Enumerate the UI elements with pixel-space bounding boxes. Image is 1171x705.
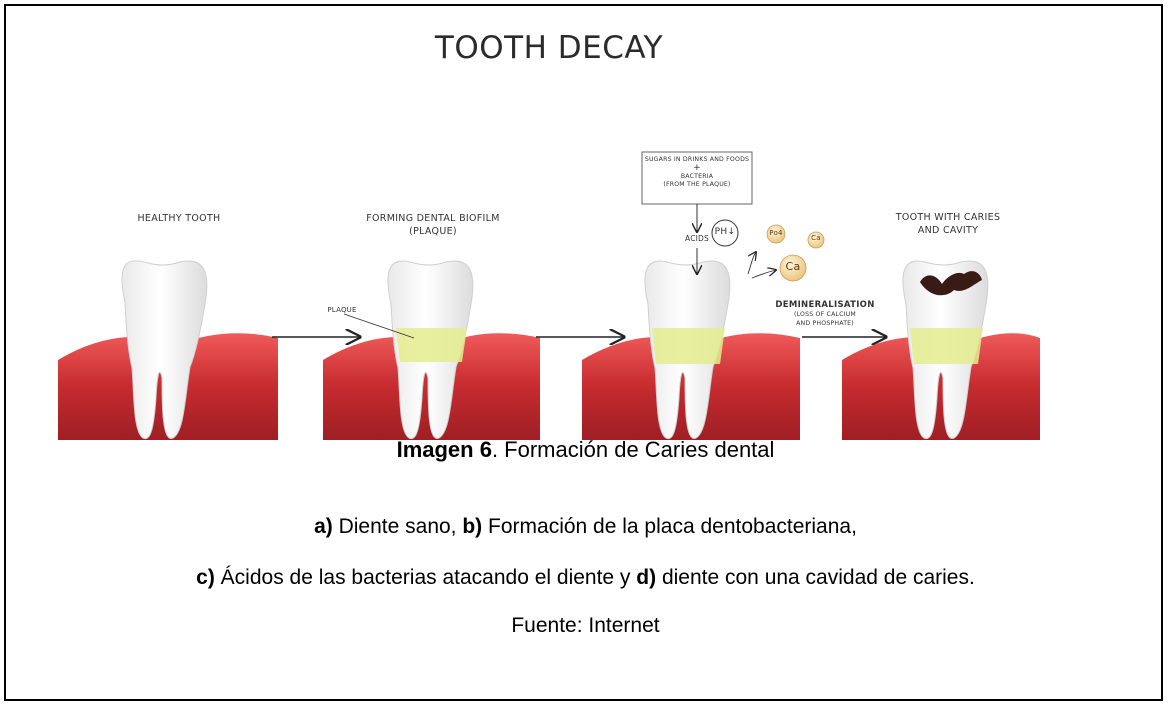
ion-release-arrow-1 bbox=[748, 252, 756, 274]
key-c: c) bbox=[196, 566, 215, 589]
key-a: a) bbox=[314, 515, 333, 538]
stage-b-plaque bbox=[323, 261, 540, 440]
ca-large-label: Ca bbox=[780, 260, 806, 275]
box-plus: + bbox=[642, 164, 752, 173]
stage-b-label-line-1: FORMING DENTAL BIOFILM bbox=[358, 213, 508, 226]
text-c: Ácidos de las bacterias atacando el dien… bbox=[215, 566, 636, 589]
box-line-3: (FROM THE PLAQUE) bbox=[642, 181, 752, 189]
caption-line-ab: a) Diente sano, b) Formación de la placa… bbox=[0, 515, 1171, 539]
caption-source: Fuente: Internet bbox=[0, 614, 1171, 638]
caption-text: . Formación de Caries dental bbox=[492, 437, 774, 462]
box-line-2: BACTERIA bbox=[642, 173, 752, 181]
stage-a-healthy bbox=[58, 261, 278, 440]
key-b: b) bbox=[462, 515, 482, 538]
po4-label: Po4 bbox=[766, 229, 786, 238]
stage-d-label-line-1: TOOTH WITH CARIES bbox=[878, 212, 1018, 225]
caption-label: Imagen 6 bbox=[397, 437, 492, 462]
text-d: diente con una cavidad de caries. bbox=[656, 566, 975, 589]
key-d: d) bbox=[636, 566, 656, 589]
figure-caption: Imagen 6. Formación de Caries dental bbox=[0, 437, 1171, 463]
stage-d-cavity bbox=[842, 261, 1040, 440]
tooth-decay-illustration: TOOTH DECAY HEALTHY TOOTH FORMING DENTAL… bbox=[58, 22, 1040, 440]
plaque-band-b bbox=[396, 328, 467, 362]
caption-line-cd: c) Ácidos de las bacterias atacando el d… bbox=[0, 566, 1171, 590]
demin-sub-1: (LOSS OF CALCIUM bbox=[770, 311, 880, 319]
plaque-band-d bbox=[910, 328, 983, 364]
plaque-label: PLAQUE bbox=[320, 306, 364, 315]
demineralisation-block: DEMINERALISATION (LOSS OF CALCIUM AND PH… bbox=[770, 300, 880, 328]
ph-label: PH↓ bbox=[712, 226, 738, 238]
ion-release-arrow-2 bbox=[752, 270, 776, 278]
stage-d-label: TOOTH WITH CARIES AND CAVITY bbox=[878, 212, 1018, 238]
ca-small-label: Ca bbox=[806, 234, 826, 243]
text-b: Formación de la placa dentobacteriana, bbox=[482, 515, 857, 538]
plaque-band-c bbox=[652, 328, 725, 364]
stage-c-acids bbox=[582, 152, 824, 440]
text-a: Diente sano, bbox=[333, 515, 463, 538]
sugars-box-text: SUGARS IN DRINKS AND FOODS + BACTERIA (F… bbox=[642, 156, 752, 189]
stage-b-label-line-2: (PLAQUE) bbox=[358, 226, 508, 239]
stage-a-label: HEALTHY TOOTH bbox=[114, 213, 244, 226]
demin-title: DEMINERALISATION bbox=[770, 300, 880, 311]
stage-d-label-line-2: AND CAVITY bbox=[878, 225, 1018, 238]
stage-b-label: FORMING DENTAL BIOFILM (PLAQUE) bbox=[358, 213, 508, 239]
figure-title: TOOTH DECAY bbox=[58, 30, 1040, 66]
demin-sub-2: AND PHOSPHATE) bbox=[770, 320, 880, 328]
